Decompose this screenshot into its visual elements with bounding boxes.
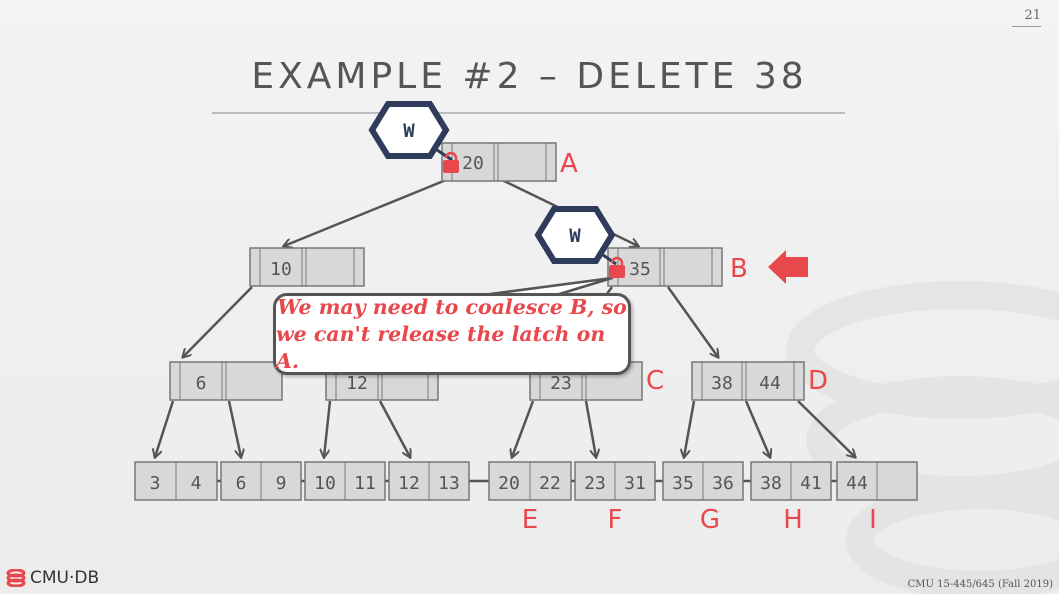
leaf-node: 10 11 — [304, 461, 386, 501]
leaf-key: 4 — [191, 473, 202, 494]
latch-label: W — [403, 120, 415, 142]
leaf-node-f: 23 31 — [574, 461, 656, 501]
title-divider — [212, 112, 845, 114]
callout-line-2: we can't release the latch on A. — [276, 321, 606, 373]
node-10-key-1: 10 — [270, 259, 292, 280]
leaf-key: 23 — [584, 473, 606, 494]
node-a-key-1: 20 — [462, 153, 484, 174]
leaf-key: 20 — [498, 473, 520, 494]
footer-course: CMU 15-445/645 (Fall 2019) — [907, 579, 1053, 590]
leaf-node: 3 4 — [134, 461, 218, 501]
callout-box: We may need to coalesce B, so we can't r… — [273, 293, 631, 375]
node-b-key-1: 35 — [629, 259, 651, 280]
leaf-node: 6 9 — [220, 461, 302, 501]
background-db-logo — [786, 281, 1059, 594]
footer-logo: CMU·DB — [6, 568, 99, 588]
leaf-key: 10 — [314, 473, 336, 494]
leaf-key: 35 — [672, 473, 694, 494]
leaf-key: 3 — [150, 473, 161, 494]
leaf-label-e: E — [522, 505, 538, 535]
node-6-key-1: 6 — [196, 373, 207, 394]
slide-title: EXAMPLE #2 – DELETE 38 — [251, 56, 808, 97]
leaf-key: 44 — [846, 473, 868, 494]
node-d-key-2: 44 — [759, 373, 781, 394]
node-label-c: C — [646, 366, 664, 396]
leaf-node-e: 20 22 — [488, 461, 572, 501]
leaf-key: 9 — [276, 473, 287, 494]
leaf-labels: E F G H I — [522, 505, 877, 535]
node-a: 20 — [441, 142, 557, 182]
leaf-key: 36 — [712, 473, 734, 494]
node-6: 6 — [169, 361, 283, 401]
leaf-label-f: F — [608, 505, 623, 535]
callout-line-1: We may need to coalesce B, so — [277, 294, 627, 319]
leaf-key: 41 — [800, 473, 822, 494]
leaf-node-h: 38 41 — [750, 461, 832, 501]
leaf-node-g: 35 36 — [662, 461, 744, 501]
leaf-key: 31 — [624, 473, 646, 494]
leaf-key: 22 — [539, 473, 561, 494]
node-c-key-1: 23 — [550, 373, 572, 394]
leaf-label-i: I — [869, 505, 877, 535]
node-label-b: B — [730, 254, 748, 284]
write-latch-badge-b: W — [534, 206, 617, 266]
leaf-node-i: 44 — [836, 461, 918, 501]
lock-icon — [443, 151, 459, 173]
database-logo-icon — [6, 569, 26, 587]
node-d: 38 44 — [691, 361, 805, 401]
leaf-key: 6 — [236, 473, 247, 494]
leaf-key: 13 — [438, 473, 460, 494]
leaf-node: 12 13 — [388, 461, 470, 501]
footer-logo-text: CMU·DB — [30, 568, 100, 588]
node-d-key-1: 38 — [711, 373, 733, 394]
slide-number: 21 — [1012, 8, 1041, 27]
node-12-key-1: 12 — [346, 373, 368, 394]
leaf-row: 3 4 6 9 10 11 12 13 20 22 — [134, 461, 918, 501]
node-10: 10 — [249, 247, 365, 287]
node-b: 35 — [607, 247, 723, 287]
latch-label: W — [569, 225, 581, 247]
node-label-d: D — [808, 366, 828, 396]
leaf-key: 11 — [354, 473, 376, 494]
current-node-arrow-icon — [768, 250, 808, 284]
lock-icon — [609, 256, 625, 278]
leaf-label-h: H — [783, 505, 803, 535]
leaf-key: 12 — [398, 473, 420, 494]
node-label-a: A — [560, 149, 578, 179]
leaf-label-g: G — [700, 505, 720, 535]
leaf-key: 38 — [760, 473, 782, 494]
write-latch-badge-a: W — [368, 101, 453, 162]
